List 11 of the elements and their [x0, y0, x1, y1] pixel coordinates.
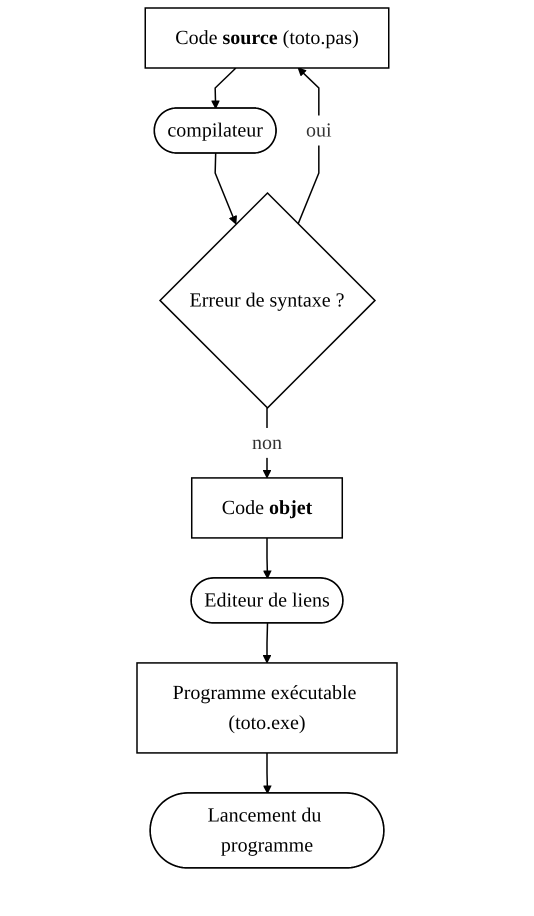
node-box: Code objet	[190, 477, 344, 539]
edge-label: oui	[306, 120, 332, 142]
arrow	[211, 67, 236, 109]
arrow	[214, 153, 238, 224]
node-box: Code source (toto.pas)	[144, 7, 390, 69]
node-box: Programme exécutable (toto.exe)	[136, 662, 398, 754]
node-diamond: Erreur de syntaxe ?	[158, 192, 376, 409]
arrow	[262, 752, 272, 794]
edge-label: non	[252, 432, 282, 454]
arrow	[262, 538, 272, 579]
arrow	[262, 623, 272, 664]
